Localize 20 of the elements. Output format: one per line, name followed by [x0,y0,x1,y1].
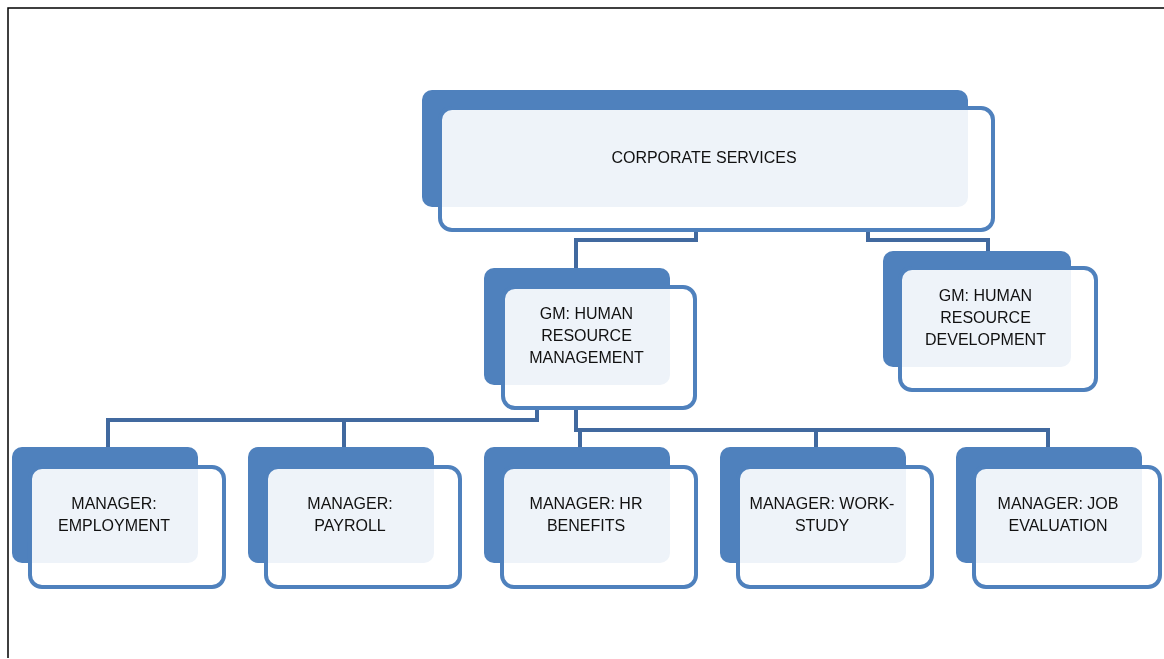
org-chart-box [956,447,1160,587]
org-chart-box [883,251,1096,390]
box-label: GM: HUMAN RESOURCE DEVELOPMENT [924,285,1047,350]
org-chart-box [12,447,224,587]
org-chart-box [720,447,932,587]
org-chart-box [484,268,695,408]
box-label: GM: HUMAN RESOURCE MANAGEMENT [528,304,645,368]
connector-line [866,232,990,251]
box-label: MANAGER: EMPLOYMENT [57,494,171,536]
box-label: MANAGER: JOB EVALUATION [996,494,1120,536]
box-label: MANAGER: PAYROLL [306,494,394,536]
org-chart-box [248,447,460,587]
box-label: MANAGER: HR BENEFITS [528,494,644,536]
box-label: MANAGER: WORK-STUDY [748,494,896,536]
connector-line [574,410,1050,447]
connector-line [574,232,698,268]
connector-line [342,410,539,447]
box-label: CORPORATE SERVICES [611,147,797,168]
org-chart-box [484,447,696,587]
org-chart-box [422,90,993,230]
